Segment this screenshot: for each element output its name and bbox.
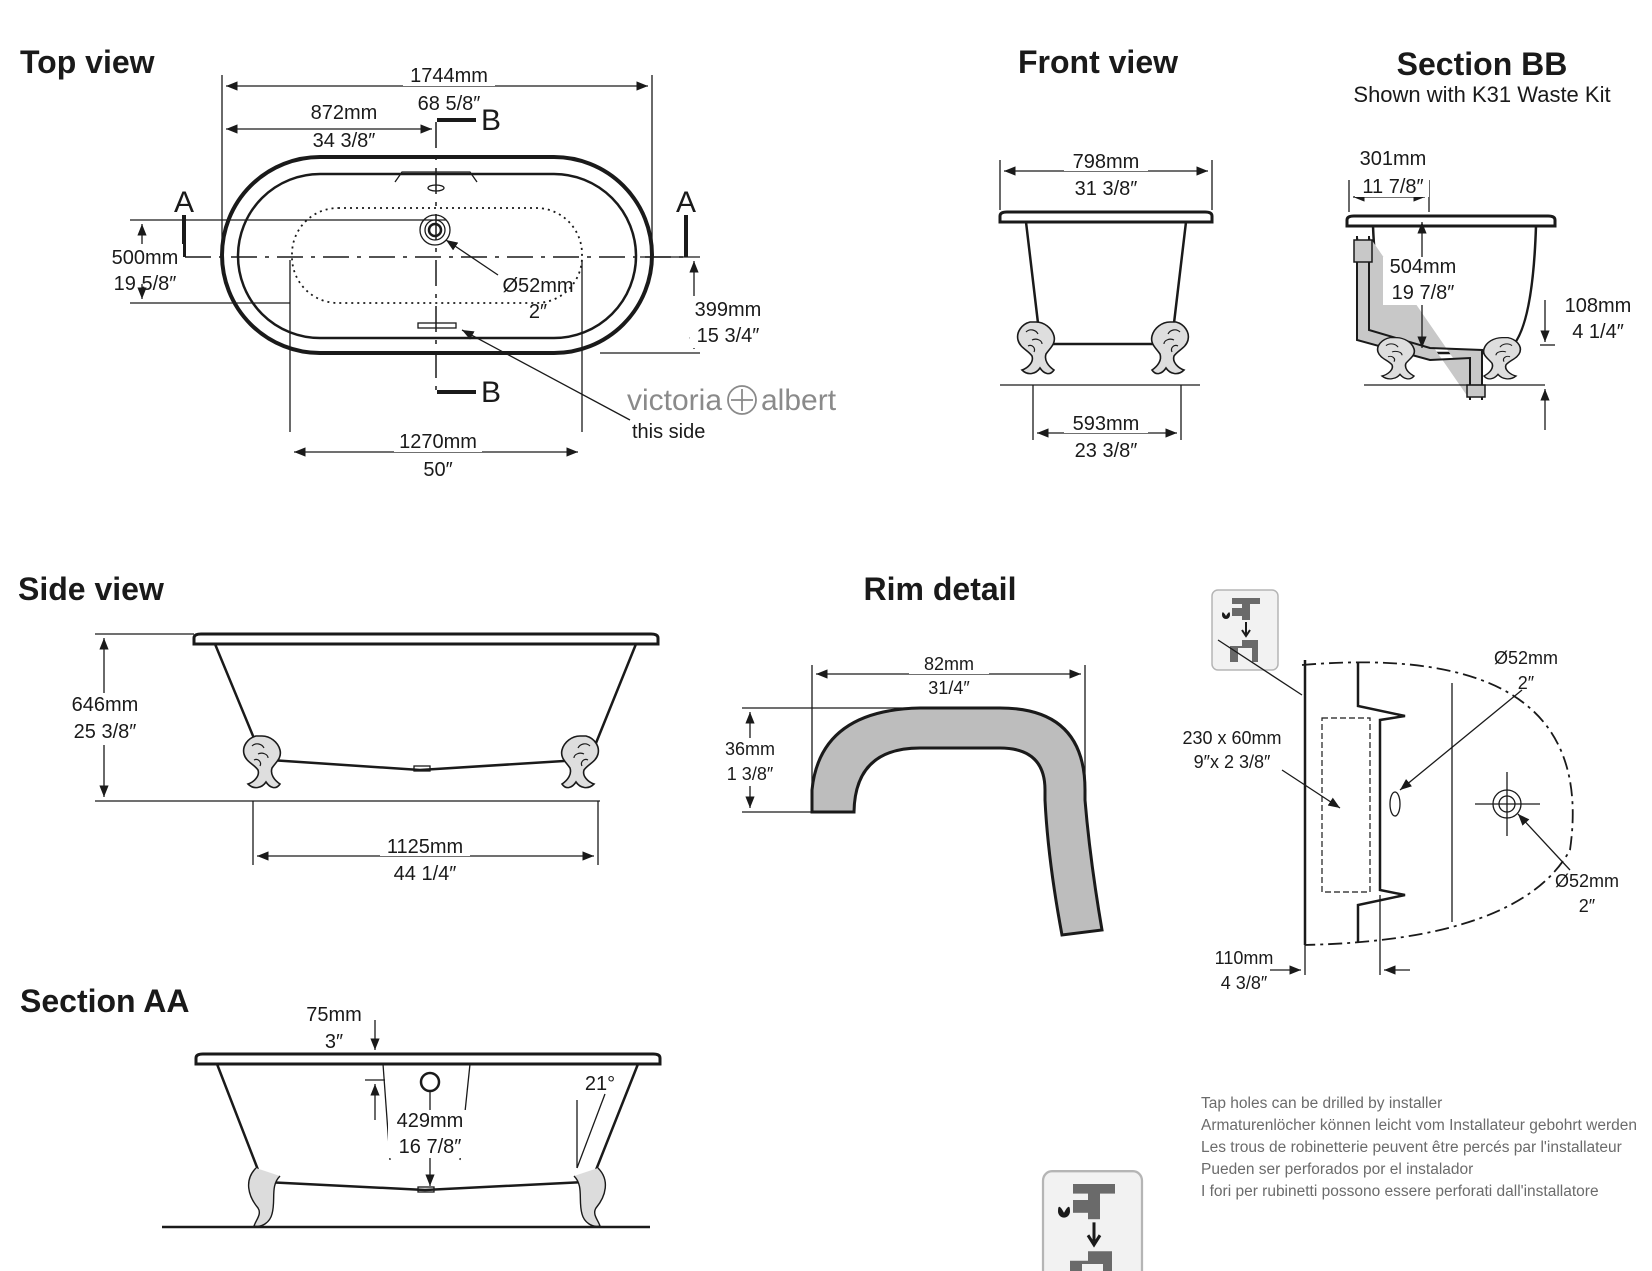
aa-angle: 21°	[585, 1073, 615, 1095]
brand-albert: albert	[761, 384, 837, 417]
section-bb: Section BB Shown with K31 Waste Kit 301m…	[1345, 46, 1632, 430]
rim-dim-height-mm: 36mm	[725, 739, 775, 759]
front-dim-top-in: 31 3/8″	[1075, 178, 1138, 200]
section-b-bottom-label: B	[481, 376, 501, 409]
side-dim-height-in: 25 3/8″	[74, 721, 137, 743]
tap-dim-waste-in: 2″	[1579, 896, 1596, 916]
rim-dim-height-in: 1 3/8″	[727, 764, 774, 784]
aa-overflow-icon	[419, 1071, 441, 1093]
side-tub-body	[213, 643, 638, 749]
rim-dim-width-mm: 82mm	[924, 654, 974, 674]
side-dim-feet-in: 44 1/4″	[394, 863, 457, 885]
rim-detail-title: Rim detail	[864, 571, 1017, 607]
tap-plan-outline	[1301, 661, 1574, 946]
bb-dim-depth-in: 19 7/8″	[1392, 282, 1455, 304]
dim-waste-in: 2″	[529, 301, 547, 323]
brand-plus-icon	[727, 385, 757, 415]
section-b-top-label: B	[481, 104, 501, 137]
section-a-right-label: A	[676, 186, 696, 219]
dim-length-mm: 1744mm	[410, 65, 488, 87]
tap-dim-waste-mm: Ø52mm	[1555, 871, 1619, 891]
rim-detail: Rim detail 82mm 31/4″ 36mm 1 3/8″	[718, 571, 1104, 937]
tub-inner-outline	[236, 172, 638, 340]
section-bb-subtitle: Shown with K31 Waste Kit	[1353, 82, 1610, 107]
rim-dim-width-in: 31/4″	[928, 678, 970, 698]
side-dim-height-mm: 646mm	[72, 694, 139, 716]
dim-half-mm: 872mm	[311, 102, 378, 124]
aa-foot-right	[573, 1167, 606, 1228]
front-dim-top-mm: 798mm	[1073, 151, 1140, 173]
brand-victoria: victoria	[627, 384, 722, 417]
dim-length-in: 68 5/8″	[418, 93, 481, 115]
dim-width-mm: 500mm	[112, 247, 179, 269]
brand-plate	[417, 322, 457, 329]
tap-dim-overflow-in: 2″	[1518, 673, 1535, 693]
rim-profile	[810, 706, 1104, 937]
bb-dim-floor-in: 4 1/4″	[1572, 321, 1624, 343]
tap-note: Tap holes can be drilled by installer Ar…	[1041, 1095, 1637, 1271]
tap-hole-zone	[1321, 717, 1371, 893]
tap-note-line-2: Armaturenlöcher können leicht vom Instal…	[1201, 1117, 1637, 1134]
dim-offset-in: 15 3/4″	[697, 325, 760, 347]
dim-width-in: 19 5/8″	[114, 273, 177, 295]
section-aa-title: Section AA	[20, 983, 190, 1019]
bb-dim-floor-mm: 108mm	[1565, 295, 1632, 317]
side-view: Side view 646mm 25 3/8″ 1125mm 44 1/4″	[18, 571, 660, 885]
aa-dim-depth-in: 16 7/8″	[399, 1136, 462, 1158]
side-view-title: Side view	[18, 571, 164, 607]
waste-outlet-icon	[419, 214, 451, 246]
front-view: Front view 798mm 31 3/8″ 593mm 23 3/8″	[998, 44, 1214, 462]
aa-tub-body	[215, 1063, 640, 1176]
dim-inner-in: 50″	[423, 459, 452, 481]
brand-note: this side	[632, 421, 705, 443]
top-view-title: Top view	[20, 44, 155, 80]
tap-note-line-1: Tap holes can be drilled by installer	[1201, 1095, 1442, 1112]
front-tub-body	[1024, 221, 1188, 341]
aa-dim-depth-mm: 429mm	[397, 1110, 464, 1132]
side-dim-feet-mm: 1125mm	[387, 836, 463, 858]
top-view: Top view A A B B	[20, 44, 837, 481]
dim-half-in: 34 3/8″	[313, 130, 376, 152]
overflow-outlet-icon	[1389, 791, 1401, 817]
section-aa: Section AA 75mm 3″ 429mm 16 7/8″ 21°	[20, 983, 662, 1229]
bb-dim-rim-in: 11 7/8″	[1362, 176, 1423, 198]
tap-dim-overflow-mm: Ø52mm	[1494, 648, 1558, 668]
aa-dim-top-mm: 75mm	[306, 1004, 362, 1026]
bb-dim-rim-mm: 301mm	[1360, 148, 1427, 170]
tap-hole-detail: Ø52mm 2″ 230 x 60mm 9″x 2 3/8″ Ø52mm 2″ …	[1182, 589, 1619, 993]
tap-note-line-4: Pueden ser perforados por el instalador	[1201, 1161, 1473, 1178]
aa-dim-top-in: 3″	[325, 1031, 343, 1053]
bb-dim-depth-mm: 504mm	[1390, 256, 1457, 278]
tap-dim-hole-mm: 230 x 60mm	[1182, 728, 1281, 748]
tap-note-line-3: Les trous de robinetterie peuvent être p…	[1201, 1139, 1622, 1156]
tap-dim-hole-in: 9″x 2 3/8″	[1194, 752, 1271, 772]
tap-dim-edge-in: 4 3/8″	[1221, 973, 1268, 993]
tub-floor-dotted	[291, 207, 583, 304]
dim-waste-mm: Ø52mm	[502, 275, 573, 297]
front-dim-base-in: 23 3/8″	[1075, 440, 1138, 462]
front-view-title: Front view	[1018, 44, 1178, 80]
front-dim-base-mm: 593mm	[1073, 413, 1140, 435]
tap-drill-icon-large	[1041, 1169, 1144, 1271]
dim-offset-mm: 399mm	[695, 299, 762, 321]
section-a-left-label: A	[174, 186, 194, 219]
section-bb-title: Section BB	[1397, 46, 1568, 82]
tap-note-line-5: I fori per rubinetti possono essere perf…	[1201, 1183, 1599, 1200]
tap-dim-edge-mm: 110mm	[1215, 948, 1274, 968]
aa-foot-left	[248, 1167, 281, 1228]
dim-inner-mm: 1270mm	[399, 431, 477, 453]
